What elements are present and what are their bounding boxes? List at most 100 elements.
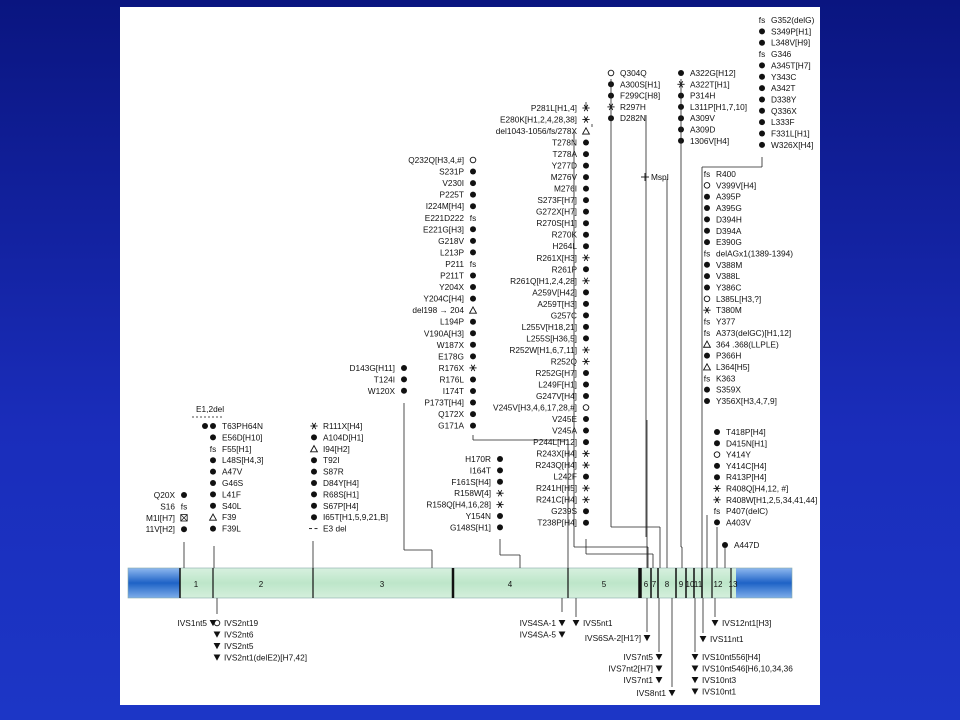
mutation-column-exon5to7: P281L[H1,4]E280K[H1,2,4,28,38]del1043-10… bbox=[493, 103, 591, 528]
mutation-label: V230I bbox=[442, 178, 464, 188]
utr-3prime bbox=[736, 568, 792, 598]
mutation-label: G272X[H7] bbox=[536, 207, 577, 217]
mutation-label: P211T bbox=[440, 271, 464, 281]
intron-label: IVS12nt1[H3] bbox=[722, 618, 771, 628]
intron-entry: IVS8nt1 bbox=[636, 688, 676, 698]
mutation-label: G247V[H4] bbox=[536, 391, 577, 401]
symbol-dot bbox=[311, 502, 317, 509]
mutation-entry: L348V[H9] bbox=[759, 38, 810, 48]
symbol-fs: fs bbox=[470, 213, 476, 223]
mutation-entry: A300S[H1] bbox=[608, 79, 660, 89]
mutation-entry: F161S[H4] bbox=[451, 477, 503, 487]
mutation-label: M276I bbox=[554, 184, 577, 194]
mutation-label: S67P[H4] bbox=[323, 501, 359, 511]
mutation-entry: E3 del bbox=[309, 524, 347, 534]
mutation-entry: R241C[H4] bbox=[536, 495, 590, 505]
mutation-label: F331L[H1] bbox=[771, 129, 810, 139]
mutation-entry: F39 bbox=[208, 512, 237, 522]
mutation-entry: T278A bbox=[553, 149, 589, 159]
symbol-star bbox=[469, 364, 477, 372]
exon-label-11: 11 bbox=[694, 580, 703, 589]
symbol-tridown bbox=[655, 654, 663, 661]
mutation-label: A300S[H1] bbox=[620, 79, 660, 89]
symbol-tri bbox=[702, 362, 712, 371]
mutation-label: S40L bbox=[222, 501, 242, 511]
symbol-tridown bbox=[691, 654, 699, 661]
mutation-entry: A322G[H12] bbox=[678, 68, 736, 78]
mutation-entry: A342T bbox=[759, 83, 795, 93]
mutation-label: M276V bbox=[551, 172, 578, 182]
intron-label: IVS10nt556[H4] bbox=[702, 652, 761, 662]
mutation-entry: G148S[H1] bbox=[450, 522, 503, 532]
symbol-dot bbox=[470, 191, 476, 198]
intron-label: IVS7nt5 bbox=[623, 652, 653, 662]
mutation-label: E390G bbox=[716, 237, 742, 247]
intron-entry: IVS10nt1 bbox=[691, 687, 737, 697]
symbol-star bbox=[582, 254, 590, 262]
symbol-fs: fs bbox=[704, 328, 710, 338]
mutation-label: G46S bbox=[222, 478, 244, 488]
symbol-dot bbox=[470, 284, 476, 291]
mutation-entry: R158W[4] bbox=[454, 488, 504, 498]
symbol-dot bbox=[714, 474, 720, 481]
symbol-star bbox=[496, 501, 504, 508]
symbol-dot bbox=[210, 468, 216, 475]
symbol-star bbox=[582, 116, 590, 123]
symbol-circ bbox=[703, 295, 711, 303]
symbol-dot bbox=[401, 376, 407, 383]
mutation-entry: E178G bbox=[438, 351, 476, 361]
mutation-label: D394H bbox=[716, 214, 742, 224]
mutation-entry: A309V bbox=[678, 113, 715, 123]
mutation-entry: A259T[H3] bbox=[537, 299, 589, 309]
intron-column-ivs8: IVS8nt1 bbox=[636, 598, 676, 698]
mutation-entry: F299C[H8] bbox=[608, 91, 660, 101]
coding-region bbox=[180, 568, 736, 598]
mutation-label: H264L bbox=[553, 241, 578, 251]
mutation-label: Y343C bbox=[771, 72, 796, 82]
symbol-dot bbox=[704, 352, 710, 359]
mutation-entry: P244L[H12] bbox=[533, 437, 589, 447]
mutation-label: P173T[H4] bbox=[424, 398, 464, 408]
intron-label: IVS4SA-5 bbox=[520, 630, 557, 640]
mutation-label: P225T bbox=[440, 190, 464, 200]
mutation-label: E3 del bbox=[323, 524, 347, 534]
symbol-dot bbox=[497, 513, 503, 519]
intron-column-ivs1: IVS1nt5 bbox=[177, 618, 217, 628]
mutation-entry: P366H bbox=[704, 351, 741, 361]
mutation-entry: R243Q[H4] bbox=[535, 460, 590, 470]
mutation-column-exon3: R111X[H4]A104D[H1]I94[H2]T92IS87RD84Y[H4… bbox=[309, 421, 388, 534]
symbol-dot bbox=[759, 130, 765, 137]
mutation-label: G346 bbox=[771, 49, 792, 59]
mutation-label: V190A[H3] bbox=[424, 328, 464, 338]
mutation-label: R241H[H5] bbox=[536, 483, 577, 493]
mutation-entry: A395P bbox=[704, 192, 741, 202]
symbol-dot bbox=[583, 139, 589, 146]
exon-boundary bbox=[567, 568, 569, 598]
symbol-dot bbox=[470, 203, 476, 210]
mutation-entry: R176X bbox=[439, 363, 477, 373]
symbol-dot bbox=[401, 387, 407, 394]
mutation-label: V245E bbox=[552, 414, 577, 424]
exon-label-2: 2 bbox=[259, 580, 264, 589]
mutation-entry: T124I bbox=[374, 374, 407, 384]
mutation-entry: V230I bbox=[442, 178, 476, 188]
intron-entry: IVS5nt1 bbox=[572, 618, 613, 628]
symbol-tridown bbox=[691, 688, 699, 695]
mutation-label: A322T[H1] bbox=[690, 79, 730, 89]
mutation-label: A395G bbox=[716, 203, 742, 213]
mutation-label: Y277D bbox=[552, 161, 577, 171]
symbol-circ bbox=[713, 451, 721, 458]
mutation-label: D143G[H11] bbox=[349, 363, 395, 373]
exon-label-7: 7 bbox=[652, 580, 657, 589]
intron-label: IVS1nt5 bbox=[177, 618, 207, 628]
mutation-entry: R270S[H1] bbox=[536, 218, 589, 228]
svg-text:fs: fs bbox=[704, 317, 710, 327]
mutation-entry: G257C bbox=[551, 310, 589, 320]
mutation-entry: T278N bbox=[552, 138, 589, 148]
exon-boundary bbox=[451, 568, 455, 598]
intron-entry: IVS2nt19 bbox=[213, 618, 259, 628]
symbol-star bbox=[582, 484, 590, 492]
mutation-column-exon12: T418P[H4]D415N[H1]Y414YY414C[H4]R413P[H4… bbox=[713, 427, 817, 527]
